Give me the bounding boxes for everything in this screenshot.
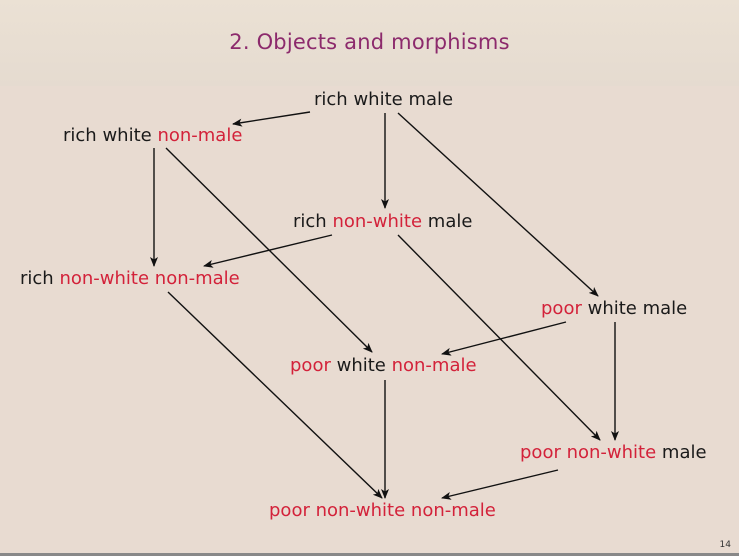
word-male: male xyxy=(642,298,688,319)
node-poor-white-non-male: poor white non-male xyxy=(290,355,477,376)
arrow-pwm-to-pwn xyxy=(441,321,567,356)
word-non-male: non-male xyxy=(157,125,243,146)
word-poor: poor xyxy=(290,355,331,376)
word-poor: poor xyxy=(541,298,582,319)
word-rich: rich xyxy=(63,125,97,146)
node-poor-white-male: poor white male xyxy=(541,298,687,319)
arrow-rnm-to-pnm xyxy=(397,234,601,441)
word-male: male xyxy=(661,442,707,463)
node-poor-non-white-male: poor non-white male xyxy=(520,442,707,463)
word-white: white xyxy=(587,298,637,319)
word-rich: rich xyxy=(20,268,54,289)
word-white: white xyxy=(336,355,386,376)
node-rich-non-white-non-male: rich non-white non-male xyxy=(20,268,240,289)
word-male: male xyxy=(427,211,473,232)
word-non-white: non-white xyxy=(59,268,150,289)
word-white: white xyxy=(353,89,403,110)
arrow-rnm-to-rnn xyxy=(203,234,333,268)
slide-title: 2. Objects and morphisms xyxy=(229,30,510,54)
word-non-male: non-male xyxy=(391,355,477,376)
node-rich-white-non-male: rich white non-male xyxy=(63,125,242,146)
word-rich: rich xyxy=(293,211,327,232)
word-white: white xyxy=(102,125,152,146)
page-number: 14 xyxy=(719,540,731,550)
word-non-white: non-white xyxy=(315,500,406,521)
word-non-white: non-white xyxy=(566,442,657,463)
node-poor-non-white-non-male: poor non-white non-male xyxy=(269,500,496,521)
word-male: male xyxy=(408,89,454,110)
arrow-pnm-to-pnn xyxy=(441,469,559,500)
arrow-rnn-to-pnn xyxy=(167,291,383,499)
word-rich: rich xyxy=(314,89,348,110)
word-non-male: non-male xyxy=(410,500,496,521)
bottom-bar xyxy=(0,553,739,556)
node-rich-white-male: rich white male xyxy=(314,89,453,110)
arrow-rwm-to-pwm xyxy=(397,112,599,297)
word-poor: poor xyxy=(269,500,310,521)
word-non-male: non-male xyxy=(154,268,240,289)
arrow-rwm-to-rwn xyxy=(232,111,311,127)
word-non-white: non-white xyxy=(332,211,423,232)
node-rich-non-white-male: rich non-white male xyxy=(293,211,472,232)
word-poor: poor xyxy=(520,442,561,463)
title-band xyxy=(0,0,739,86)
